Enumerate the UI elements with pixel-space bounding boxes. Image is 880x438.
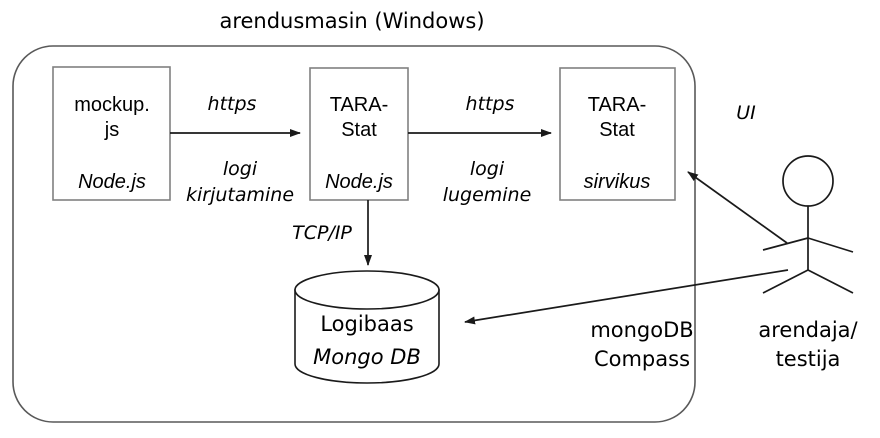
edge-actor-to-database-label-line2: Compass xyxy=(594,347,690,371)
node-mockup-js-box xyxy=(52,66,171,201)
edge-app-to-server-action-line2: lugemine xyxy=(443,184,532,206)
node-mockup-js-label-line2: js xyxy=(104,119,119,141)
actor-leg-right-icon xyxy=(807,269,854,294)
database-tech: Mongo DB xyxy=(313,345,421,369)
edge-mockup-to-app-action-line2: kirjutamine xyxy=(186,184,294,206)
node-tarastat-app-label-line1: TARA- xyxy=(330,94,389,116)
page-title: arendusmasin (Windows) xyxy=(219,9,484,33)
database-cylinder-top xyxy=(294,270,440,310)
node-tarastat-app-tech: Node.js xyxy=(325,171,393,193)
actor-arm-right-icon xyxy=(807,237,854,253)
edge-actor-to-database: mongoDB Compass xyxy=(464,269,789,371)
database-label: Logibaas xyxy=(320,312,413,336)
edge-mockup-to-app: https logi kirjutamine xyxy=(170,93,301,206)
node-mockup-js-label-line1: mockup. xyxy=(74,94,150,116)
edge-app-to-database-protocol: TCP/IP xyxy=(292,222,352,244)
node-tarastat-app-label-line2: Stat xyxy=(341,119,377,141)
node-mockup-js: mockup. js Node.js xyxy=(52,66,171,201)
actor-label-line1: arendaja/ xyxy=(758,318,858,342)
boundary-dev-machine xyxy=(12,45,696,423)
node-tarastat-server-label-line1: TARA- xyxy=(588,94,647,116)
edge-app-to-database: TCP/IP xyxy=(292,200,372,266)
edge-actor-to-server-line xyxy=(687,171,788,244)
edge-actor-to-server: UI xyxy=(687,102,788,244)
node-tarastat-server-label-line2: Stat xyxy=(599,119,635,141)
edge-actor-to-server-label: UI xyxy=(736,102,756,124)
node-tarastat-app: TARA- Stat Node.js xyxy=(309,67,409,201)
node-tarastat-server-box xyxy=(559,67,676,201)
database-cylinder-body xyxy=(294,289,440,384)
node-database-logibaas: Logibaas Mongo DB xyxy=(294,270,440,384)
edge-actor-to-database-label-line1: mongoDB xyxy=(590,318,693,342)
node-tarastat-server-tech: sirvikus xyxy=(584,171,651,193)
edge-app-to-server-protocol: https xyxy=(466,93,515,115)
edge-actor-to-database-line xyxy=(464,269,789,325)
node-tarastat-app-box xyxy=(309,67,409,201)
edge-mockup-to-app-protocol: https xyxy=(208,93,257,115)
edge-mockup-to-app-action-line1: logi xyxy=(223,158,258,180)
actor-leg-left-icon xyxy=(762,269,809,294)
actor-head-icon xyxy=(782,155,834,207)
edge-app-to-server-action-line1: logi xyxy=(470,158,505,180)
actor-arendaja-testija: arendaja/ testija xyxy=(758,155,859,371)
edge-app-to-server: https logi lugemine xyxy=(408,93,552,206)
node-mockup-js-tech: Node.js xyxy=(78,171,146,193)
node-tarastat-server: TARA- Stat sirvikus xyxy=(559,67,676,201)
actor-arm-left-icon xyxy=(762,237,809,251)
actor-label-line2: testija xyxy=(776,347,841,371)
